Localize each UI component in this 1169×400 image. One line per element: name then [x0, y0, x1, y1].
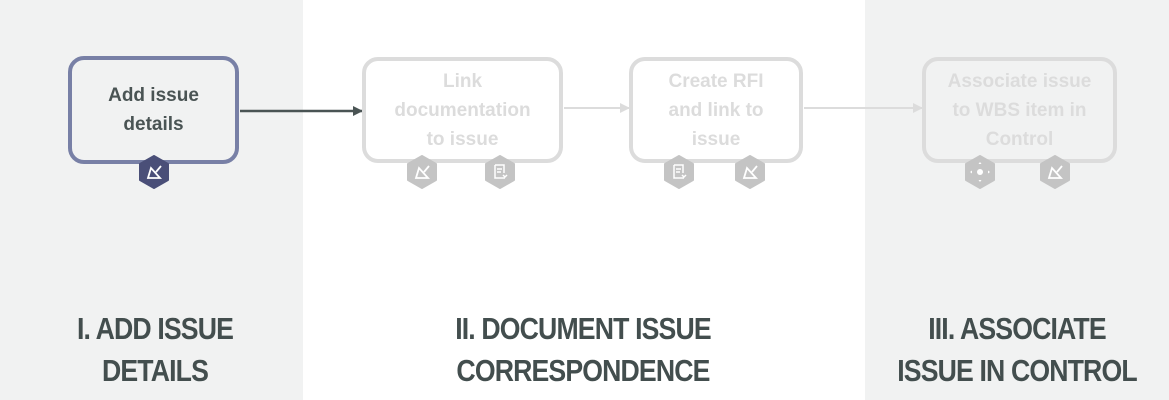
issue-icon	[407, 155, 437, 189]
phase-band-1	[0, 0, 303, 400]
phase-band-3	[865, 0, 1169, 400]
step-label: Link documentation to issue	[394, 70, 531, 150]
phase-heading-1: I. ADD ISSUE DETAILS	[22, 308, 289, 392]
step-create-rfi[interactable]: Create RFI and link to issue	[629, 57, 803, 163]
phase-heading-line: II. DOCUMENT ISSUE	[455, 311, 711, 346]
wbs-target-icon	[965, 155, 995, 189]
step-label: Associate issue to WBS item in Control	[947, 70, 1092, 150]
step-link-documentation[interactable]: Link documentation to issue	[362, 57, 563, 163]
issue-icon	[139, 155, 169, 189]
step-label: Create RFI and link to issue	[668, 70, 764, 150]
phase-heading-line: ISSUE IN CONTROL	[897, 353, 1137, 388]
step-associate-wbs[interactable]: Associate issue to WBS item in Control	[922, 57, 1117, 163]
phase-heading-line: I. ADD ISSUE	[76, 311, 234, 346]
step-add-issue-details[interactable]: Add issue details	[68, 56, 239, 164]
phase-band-2	[303, 0, 865, 400]
phase-heading-3: III. ASSOCIATE ISSUE IN CONTROL	[886, 308, 1147, 392]
issue-icon	[735, 155, 765, 189]
document-icon	[664, 155, 694, 189]
phase-heading-2: II. DOCUMENT ISSUE CORRESPONDENCE	[411, 308, 755, 392]
step-label: Add issue details	[108, 85, 199, 135]
phase-heading-line: III. ASSOCIATE	[928, 311, 1106, 346]
issue-icon	[1040, 155, 1070, 189]
document-icon	[485, 155, 515, 189]
phase-heading-line: CORRESPONDENCE	[456, 353, 710, 388]
phase-heading-line: DETAILS	[101, 353, 209, 388]
